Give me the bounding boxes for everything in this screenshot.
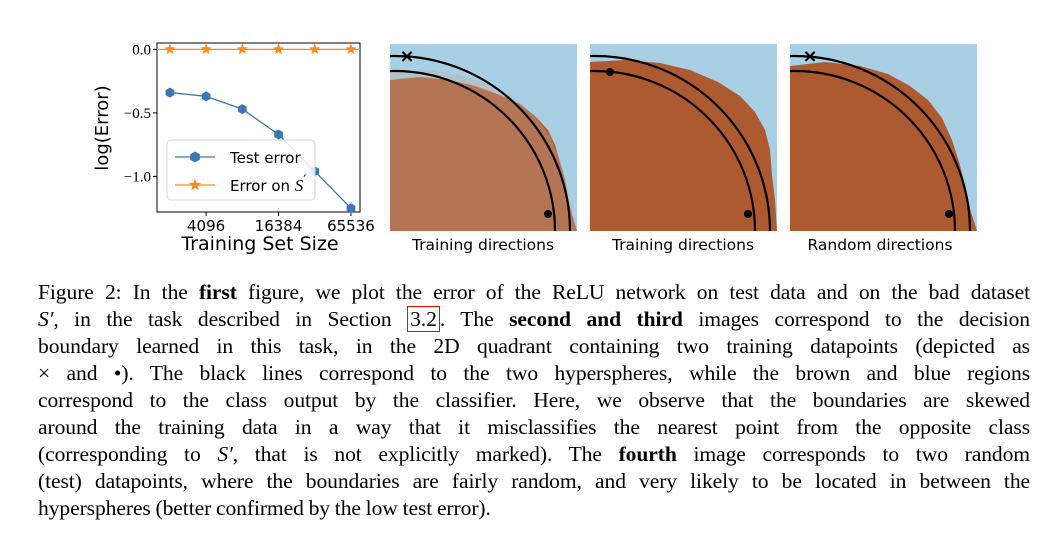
caption-line-3: boundary learned in this task, in the 2D… bbox=[38, 334, 1030, 358]
point-test-error bbox=[238, 104, 247, 115]
x-tick-label: 65536 bbox=[327, 217, 375, 235]
brown-region bbox=[790, 62, 977, 231]
point-test-error bbox=[346, 203, 356, 214]
dot-marker bbox=[744, 210, 752, 218]
inner-hypersphere bbox=[790, 69, 957, 231]
error-line-chart: 0.0 −0.5 −1.0 4096 16384 65536 log(Error) Tr… bbox=[92, 42, 375, 255]
panel-training-directions-1: × bbox=[390, 44, 577, 231]
point-test-error bbox=[165, 87, 175, 98]
point-error-on-s-prime bbox=[272, 43, 285, 55]
caption-line-7: (corresponding to S′, that is not explic… bbox=[38, 442, 1030, 466]
y-tick-label: −0.5 bbox=[124, 106, 151, 122]
brown-region bbox=[390, 77, 577, 231]
plot-frame bbox=[156, 42, 361, 213]
x-axis-ticks: 4096 16384 65536 bbox=[187, 212, 375, 235]
caption-line-6: around the training data in a way that i… bbox=[38, 415, 1030, 439]
point-error-on-s-prime bbox=[309, 43, 321, 55]
boundary-shading bbox=[390, 70, 577, 231]
line-test-error bbox=[169, 91, 352, 209]
legend-label-error-on-s-prime: Error on S′ bbox=[230, 173, 306, 195]
legend-marker-test-error bbox=[190, 151, 200, 163]
y-axis-ticks: 0.0 −0.5 −1.0 bbox=[124, 42, 157, 185]
figure-caption: Figure 2: In the first figure, we plot t… bbox=[38, 279, 1030, 522]
inner-hypersphere bbox=[590, 69, 757, 231]
cross-marker: × bbox=[399, 46, 414, 67]
figure: 0.0 −0.5 −1.0 4096 16384 65536 log(Error) Tr… bbox=[92, 42, 977, 255]
panel-label-3: Random directions bbox=[807, 236, 952, 254]
point-test-error bbox=[274, 129, 283, 140]
panel-random-directions: × bbox=[790, 44, 977, 231]
point-error-on-s-prime bbox=[236, 43, 248, 55]
panel-label-2: Training directions bbox=[611, 236, 754, 254]
y-axis-label: log(Error) bbox=[92, 85, 113, 170]
brown-region bbox=[590, 60, 777, 231]
inner-hypersphere bbox=[390, 69, 557, 231]
figure-label: Figure 2: bbox=[38, 280, 122, 304]
x-tick-label: 16384 bbox=[255, 217, 303, 235]
outer-hypersphere bbox=[790, 54, 972, 231]
caption-line-8: (test) datapoints, where the boundaries … bbox=[38, 469, 1030, 493]
panel-training-directions-2 bbox=[590, 44, 777, 231]
legend-label-test-error: Test error bbox=[229, 149, 301, 167]
panel-label-1: Training directions bbox=[411, 236, 554, 254]
point-test-error bbox=[201, 91, 211, 102]
point-error-on-s-prime bbox=[164, 43, 176, 55]
legend-marker-error-on-s-prime bbox=[188, 178, 202, 191]
section-ref-link[interactable]: 3.2 bbox=[407, 306, 440, 332]
dot-marker bbox=[945, 210, 953, 218]
caption-line-5: correspond to the class output by the cl… bbox=[38, 388, 1030, 412]
dot-marker bbox=[544, 210, 552, 218]
point-error-on-s-prime bbox=[345, 43, 357, 55]
x-tick-label: 4096 bbox=[187, 217, 225, 235]
dot-marker-top bbox=[606, 68, 614, 76]
x-axis-label: Training Set Size bbox=[180, 233, 338, 255]
caption-line-1: Figure 2: In the first figure, we plot t… bbox=[38, 280, 1030, 304]
caption-line-4: × and •). The black lines correspond to … bbox=[38, 361, 1030, 385]
legend: Test error Error on S′ bbox=[166, 139, 316, 201]
y-tick-label: 0.0 bbox=[132, 42, 151, 58]
outer-hypersphere bbox=[590, 54, 772, 231]
caption-line-9: hyperspheres (better confirmed by the lo… bbox=[38, 496, 491, 520]
caption-line-2: S′, in the task described in Section 3.2… bbox=[38, 306, 1030, 332]
series-test-error bbox=[165, 87, 356, 214]
outer-hypersphere bbox=[390, 54, 572, 231]
cross-marker: × bbox=[802, 46, 817, 67]
y-tick-label: −1.0 bbox=[124, 169, 151, 185]
point-error-on-s-prime bbox=[200, 43, 212, 55]
series-error-on-s-prime bbox=[157, 43, 360, 55]
